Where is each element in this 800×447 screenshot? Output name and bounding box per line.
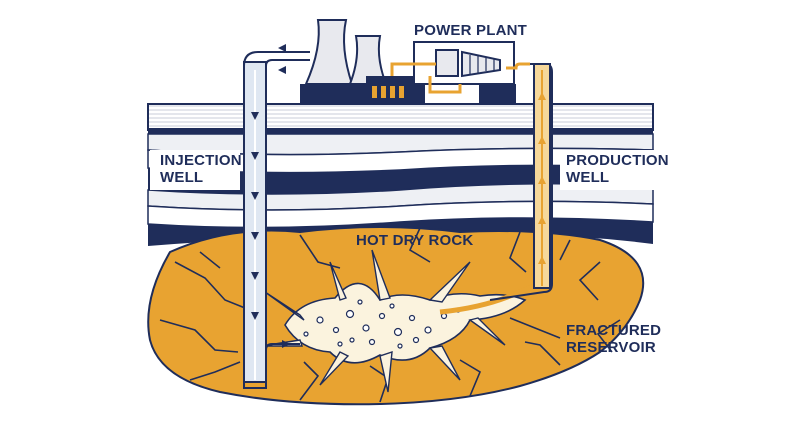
hot-dry-rock <box>147 226 645 406</box>
injection-well-label: INJECTION WELL <box>160 152 242 186</box>
cooling-tower-1 <box>304 19 354 85</box>
fracture-bubbles <box>303 299 461 349</box>
power-plant <box>300 19 530 105</box>
turbine-icon <box>461 50 501 78</box>
production-flow-arrows <box>538 92 546 264</box>
production-well-label: PRODUCTION WELL <box>566 152 669 186</box>
stratum-navy-2 <box>148 165 653 194</box>
hot-dry-rock-label: HOT DRY ROCK <box>356 232 474 249</box>
fracture-tendrils <box>261 249 506 393</box>
ground-strata <box>147 103 654 246</box>
rock-pointer <box>199 251 221 269</box>
power-plant-label: POWER PLANT <box>414 22 528 39</box>
injection-well <box>243 44 310 389</box>
rock-cracks <box>159 227 621 403</box>
production-well <box>489 63 553 301</box>
surface-band <box>147 103 654 131</box>
reservoir-pointer <box>509 317 561 339</box>
fractured-reservoir-label: FRACTURED RESERVOIR <box>566 322 662 356</box>
fractured-zone <box>284 282 527 364</box>
plant-windows <box>372 86 404 98</box>
stratum-navy-1 <box>148 128 653 134</box>
injection-flow-arrows <box>251 44 290 348</box>
